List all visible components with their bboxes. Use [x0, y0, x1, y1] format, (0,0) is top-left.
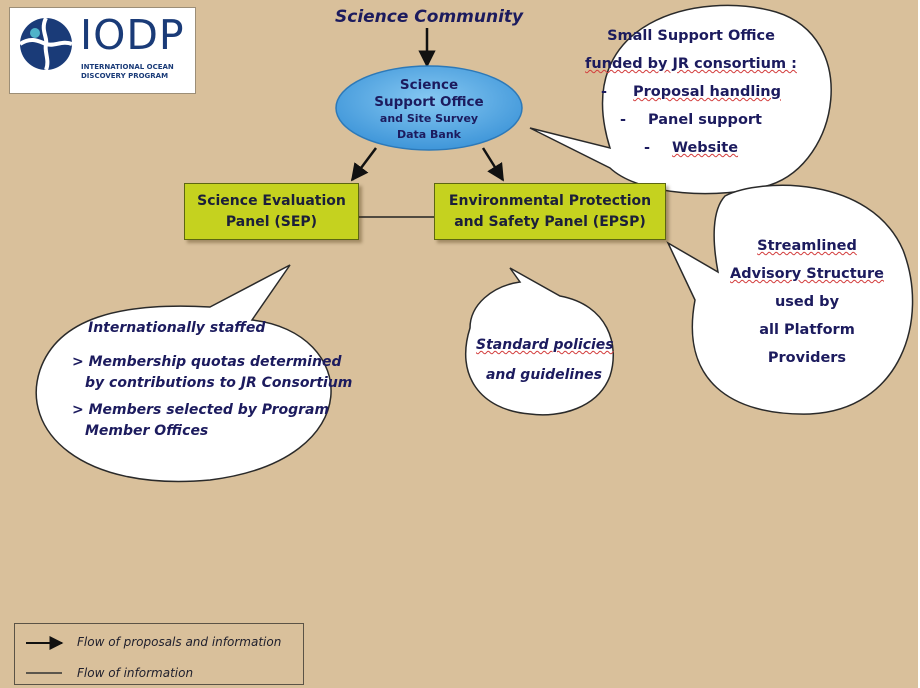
callout-policies-bubble [465, 267, 614, 416]
arrow-office-to-sep [350, 147, 377, 182]
intl-list-line: > Members selected by Program [72, 402, 330, 418]
small-office-callout-text: Small Support Office funded by JR consor… [578, 22, 804, 162]
advisory-line-text: Advisory Structure [730, 266, 884, 282]
sep-panel: Science Evaluation Panel (SEP) [184, 183, 359, 240]
callout-intl-bubble [35, 264, 332, 483]
sep-panel-line: Panel (SEP) [225, 213, 318, 230]
logo-subtitle: INTERNATIONAL OCEAN DISCOVERY PROGRAM [81, 63, 174, 81]
epsp-panel: Environmental Protection and Safety Pane… [434, 183, 666, 240]
small-office-item-label: Website [671, 140, 739, 156]
small-office-item-label: Panel support [648, 112, 762, 128]
logo-subtitle-line: INTERNATIONAL OCEAN [81, 63, 174, 71]
support-office-line: and Site Survey [379, 112, 479, 125]
epsp-panel-line: and Safety Panel (EPSP) [454, 213, 646, 230]
advisory-callout-text: Streamlined Advisory Structure used by a… [722, 232, 892, 372]
intl-list-line: Member Offices [85, 423, 209, 439]
support-office-label: Science Support Office and Site Survey D… [337, 77, 521, 143]
science-community-label: Science Community [335, 7, 524, 27]
advisory-line: Providers [767, 350, 847, 366]
small-office-line: funded by JR consortium : [585, 56, 797, 72]
intl-list-line: > Membership quotas determined [72, 354, 342, 370]
intl-list-line: by contributions to JR Consortium [85, 375, 353, 391]
advisory-line: used by [774, 294, 840, 310]
policies-callout-text: Standard policies and guidelines [476, 330, 614, 390]
advisory-line: Advisory Structure [722, 260, 892, 288]
arrow-office-to-epsp [481, 147, 505, 182]
logo-title: IODP [80, 11, 185, 59]
sep-panel-line: Science Evaluation [197, 192, 346, 209]
iodp-logo: IODP INTERNATIONAL OCEAN DISCOVERY PROGR… [9, 7, 196, 94]
callout-small-office-bubble [529, 4, 832, 195]
legend: Flow of proposals and information Flow o… [14, 623, 304, 685]
bullet-dash: - [643, 140, 650, 156]
bullet-dash: - [601, 84, 608, 100]
small-office-item: - Proposal handling [578, 78, 804, 106]
callout-advisory-bubble [666, 184, 914, 415]
small-office-item: - Panel support [578, 106, 804, 134]
intl-callout-list: > Membership quotas determined by contri… [72, 352, 352, 442]
bullet-dash: - [620, 112, 627, 128]
small-office-item-label: Proposal handling [633, 84, 781, 100]
advisory-line: all Platform [759, 322, 855, 338]
support-office-line: Data Bank [396, 128, 462, 141]
globe-icon [18, 17, 73, 71]
small-office-line: Small Support Office [607, 28, 775, 44]
policies-line-text: Standard policies [476, 337, 614, 353]
policies-line: and guidelines [485, 367, 602, 383]
support-office-ellipse [335, 65, 523, 151]
advisory-line: Streamlined [757, 238, 857, 254]
logo-subtitle-line: DISCOVERY PROGRAM [81, 72, 169, 80]
legend-arrow-label: Flow of proposals and information [77, 635, 282, 649]
small-office-item: - Website [578, 134, 804, 162]
support-office-line: Support Office [374, 94, 484, 110]
policies-line: Standard policies [476, 330, 614, 360]
support-office-line: Science [399, 77, 459, 93]
epsp-panel-line: Environmental Protection [448, 192, 652, 209]
intl-callout-heading: Internationally staffed [88, 320, 266, 336]
legend-line-label: Flow of information [77, 666, 194, 680]
